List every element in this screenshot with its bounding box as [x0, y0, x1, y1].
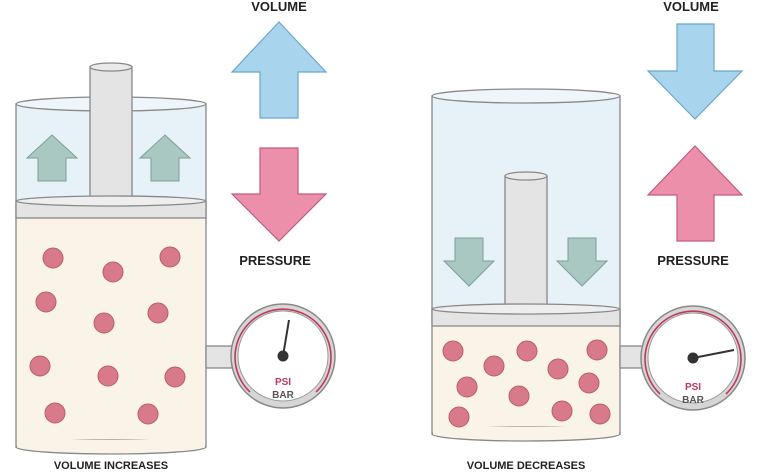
left-cylinder: [15, 62, 207, 455]
gas-particle: [35, 291, 57, 313]
right-pressure-gauge: PSI BAR: [619, 305, 746, 411]
right-piston-rod: [504, 175, 548, 311]
left-volume-label: VOLUME: [251, 0, 307, 14]
gas-particle: [164, 366, 186, 388]
left-piston-rod: [89, 66, 133, 204]
left-caption: VOLUME INCREASES: [54, 460, 168, 472]
volume-down-arrow-icon: [646, 23, 744, 120]
gas-particle: [589, 403, 611, 425]
right-inner-down-arrow-icon: [442, 237, 496, 287]
left-gauge-bar: BAR: [272, 390, 294, 401]
gas-particle: [586, 339, 608, 361]
right-volume-label: VOLUME: [663, 0, 719, 14]
gas-particle: [516, 340, 538, 362]
gas-particle: [442, 340, 464, 362]
right-gauge-psi: PSI: [685, 382, 701, 393]
gas-particle: [44, 402, 66, 424]
gas-particle: [448, 406, 470, 428]
gas-particle: [508, 385, 530, 407]
left-gauge-hub: [277, 350, 289, 362]
gas-particle: [147, 302, 169, 324]
right-gauge-needle: [692, 349, 735, 359]
left-inner-up-arrow-icon: [25, 134, 79, 182]
right-inner-down-arrow-icon: [555, 237, 609, 287]
gas-particle: [551, 400, 573, 422]
right-cylinder: [431, 88, 621, 442]
left-pressure-label: PRESSURE: [239, 253, 311, 268]
left-pressure-gauge: PSI BAR: [205, 303, 336, 409]
gas-particle: [547, 358, 569, 380]
gas-particle: [42, 247, 64, 269]
left-inner-up-arrow-icon: [138, 134, 192, 182]
gas-particle: [97, 365, 119, 387]
pressure-down-arrow-icon: [230, 147, 328, 242]
gas-particle: [159, 246, 181, 268]
right-gauge-bar: BAR: [682, 395, 704, 406]
gas-particle: [29, 355, 51, 377]
right-gas-particles: [442, 339, 611, 428]
gas-particle: [93, 312, 115, 334]
left-gas-particles: [29, 246, 186, 425]
right-gauge-hub: [687, 352, 699, 364]
pressure-up-arrow-icon: [646, 145, 744, 242]
gas-particle: [578, 372, 600, 394]
right-caption: VOLUME DECREASES: [467, 460, 586, 472]
gas-particle: [456, 376, 478, 398]
left-gauge-psi: PSI: [275, 377, 291, 388]
right-pressure-label: PRESSURE: [657, 253, 729, 268]
volume-up-arrow-icon: [230, 21, 328, 119]
gas-particle: [483, 355, 505, 377]
left-gauge-needle: [282, 319, 290, 357]
gas-particle: [137, 403, 159, 425]
gas-particle: [102, 261, 124, 283]
